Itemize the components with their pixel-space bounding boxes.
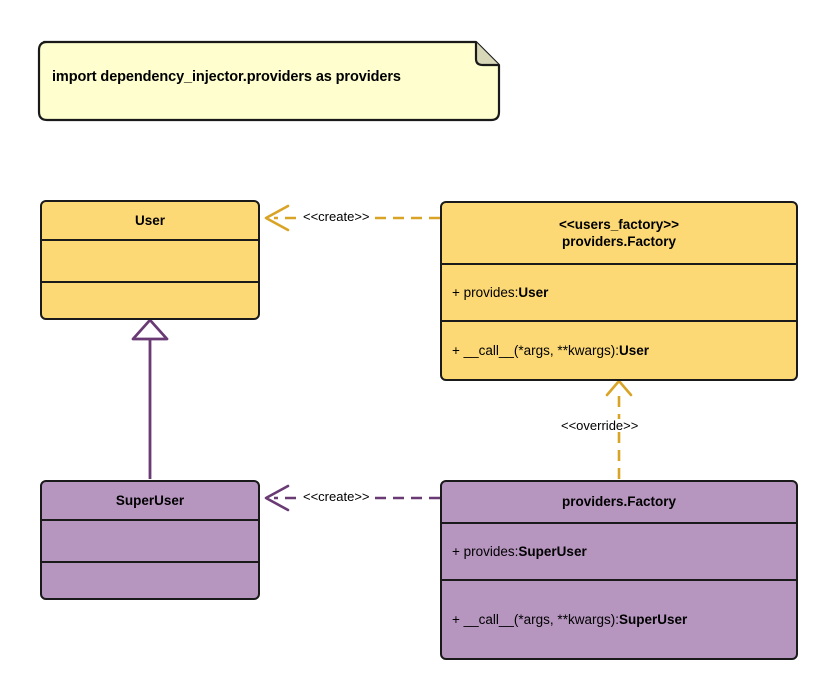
class-superuser-operations bbox=[42, 561, 258, 598]
class-users-factory-attributes: + provides: User bbox=[442, 263, 796, 320]
generalization-triangle-icon bbox=[131, 318, 169, 341]
class-superuser-name: SuperUser bbox=[115, 492, 185, 508]
edge-create-user-arrowhead bbox=[264, 204, 290, 232]
class-users-factory-stereotype: <<users_factory>> bbox=[558, 216, 680, 232]
edge-override-arrowhead bbox=[605, 379, 633, 397]
attribute-type: SuperUser bbox=[518, 544, 587, 559]
edge-label-override: <<override>> bbox=[558, 419, 642, 432]
note-text: import dependency_injector.providers as … bbox=[52, 69, 401, 85]
operation-return-type: User bbox=[618, 342, 649, 358]
class-user-operations bbox=[42, 281, 258, 318]
import-note: import dependency_injector.providers as … bbox=[36, 39, 502, 123]
class-user-title: User bbox=[42, 202, 258, 239]
class-providers-factory-operations: + __call__(*args, **kwargs): SuperUser bbox=[442, 579, 796, 657]
class-providers-factory-name: providers.Factory bbox=[561, 494, 677, 510]
class-user[interactable]: User bbox=[40, 200, 260, 320]
edge-generalization bbox=[131, 318, 169, 479]
class-providers-factory-attributes: + provides: SuperUser bbox=[442, 522, 796, 579]
edge-label-create-superuser: <<create>> bbox=[300, 490, 373, 503]
class-providers-factory[interactable]: providers.Factory + provides: SuperUser … bbox=[440, 480, 798, 660]
class-users-factory[interactable]: <<users_factory>> providers.Factory + pr… bbox=[440, 201, 798, 381]
operation-return-type: SuperUser bbox=[618, 611, 688, 627]
class-providers-factory-title: providers.Factory bbox=[442, 482, 796, 522]
edge-label-create-user: <<create>> bbox=[300, 210, 373, 223]
class-user-attributes bbox=[42, 239, 258, 281]
note-shape-icon bbox=[37, 40, 501, 122]
attribute-signature: + provides: bbox=[452, 544, 519, 559]
operation-signature: + __call__(*args, **kwargs): bbox=[452, 342, 619, 358]
class-users-factory-operations: + __call__(*args, **kwargs): User bbox=[442, 320, 796, 378]
class-superuser-title: SuperUser bbox=[42, 482, 258, 519]
attribute-signature: + provides: bbox=[452, 285, 519, 300]
edge-create-superuser-arrowhead bbox=[264, 484, 290, 512]
class-users-factory-name: providers.Factory bbox=[561, 234, 677, 249]
class-superuser-attributes bbox=[42, 519, 258, 561]
class-users-factory-title: <<users_factory>> providers.Factory bbox=[442, 203, 796, 263]
attribute-type: User bbox=[518, 285, 549, 300]
class-superuser[interactable]: SuperUser bbox=[40, 480, 260, 600]
class-user-name: User bbox=[134, 212, 166, 228]
operation-signature: + __call__(*args, **kwargs): bbox=[452, 611, 619, 627]
